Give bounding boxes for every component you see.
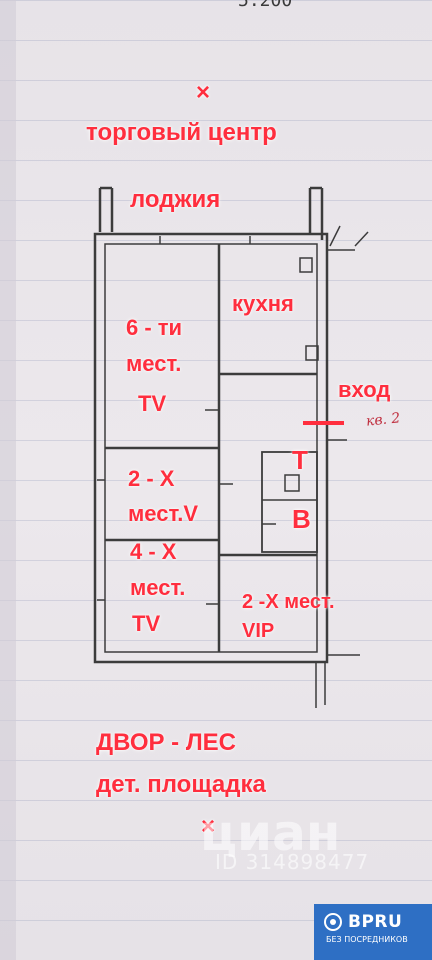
- loggia-wall: [98, 186, 324, 240]
- watermark-id: ID 314898477: [215, 850, 370, 874]
- bpru-badge[interactable]: BPRU БЕЗ ПОСРЕДНИКОВ: [314, 904, 432, 960]
- label-room2-line1: 2 - Х: [128, 466, 175, 491]
- label-room2-line2: мест.V: [128, 501, 199, 526]
- bottom-cross-mark: ×: [201, 813, 216, 840]
- badge-title: BPRU: [348, 912, 403, 932]
- people-icon: [324, 913, 342, 931]
- stove-fixture: [299, 257, 313, 273]
- window-ticks: [97, 225, 369, 601]
- sink-fixture: [305, 345, 319, 361]
- label-toilet: Т: [292, 445, 308, 475]
- label-vip-line1: 2 -Х мест.: [242, 591, 335, 613]
- label-room4-line1: 4 - Х: [130, 539, 177, 564]
- label-playground: дет. площадка: [96, 771, 266, 798]
- paper-margin: [0, 0, 16, 960]
- watermark-brand: циан: [200, 804, 341, 862]
- label-room6-line1: 6 - ти: [126, 315, 183, 340]
- label-room6-line2: мест.: [126, 351, 182, 376]
- label-kitchen: кухня: [232, 291, 294, 316]
- label-vip-line2: VIP: [242, 620, 275, 642]
- outer-lines: [315, 249, 360, 708]
- label-entrance: вход: [338, 377, 391, 402]
- label-room6-line3: TV: [138, 391, 167, 416]
- label-room4-line2: мест.: [130, 575, 186, 600]
- bathroom-block: [261, 451, 318, 553]
- toilet-fixture: [284, 474, 300, 492]
- label-loggia: лоджия: [130, 186, 221, 213]
- top-number: 5.200: [238, 0, 293, 11]
- label-bath: В: [292, 504, 311, 534]
- label-room4-line3: TV: [132, 611, 161, 636]
- top-cross-mark: ×: [196, 79, 211, 106]
- outer-wall: [93, 232, 329, 664]
- badge-subtitle: БЕЗ ПОСРЕДНИКОВ: [326, 935, 408, 944]
- label-yard: ДВОР - ЛЕС: [96, 729, 237, 756]
- label-mall: торговый центр: [86, 119, 277, 146]
